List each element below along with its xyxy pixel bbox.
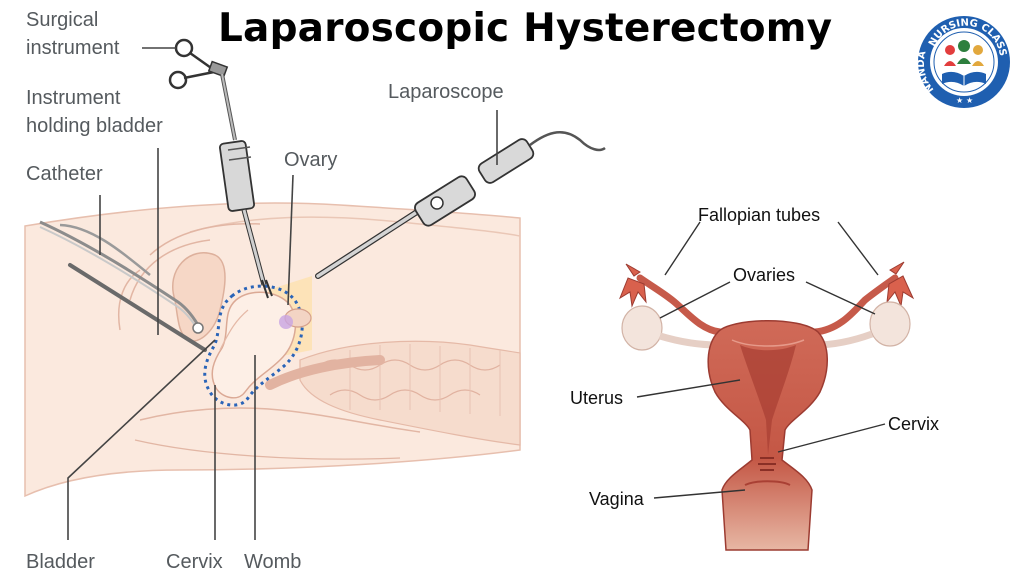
surgical-instrument <box>168 38 273 299</box>
left-ovary <box>621 305 663 351</box>
right-ovary <box>869 301 911 347</box>
nursing-classes-logo: ★ ★ NURSING CLASSES NANDA <box>916 14 1010 108</box>
label-ovaries: Ovaries <box>733 265 796 285</box>
label-bladder: Bladder <box>26 551 95 573</box>
label-laparoscope: Laparoscope <box>388 81 504 103</box>
label-cervix-left: Cervix <box>166 551 223 573</box>
label-ovary: Ovary <box>284 149 338 171</box>
left-leader-lines <box>67 47 498 540</box>
label-cervix-right: Cervix <box>888 414 940 434</box>
womb-shape <box>203 284 312 407</box>
right-leader-lines <box>636 221 886 499</box>
logo-star: ★ <box>956 96 963 105</box>
right-fallopian-tube <box>811 274 899 336</box>
label-uterus: Uterus <box>570 388 624 408</box>
label-catheter: Catheter <box>26 163 103 185</box>
label-surgical-instrument-line1: Surgical <box>26 9 99 31</box>
label-fallopian-tubes: Fallopian tubes <box>698 205 821 225</box>
label-vagina: Vagina <box>589 489 644 509</box>
bladder-holding-instrument <box>68 263 207 352</box>
page-title: Laparoscopic Hysterectomy <box>218 6 833 51</box>
left-fallopian-tube <box>636 274 724 336</box>
label-instrument-holding-bladder-line2: holding bladder <box>26 115 163 137</box>
label-instrument-holding-bladder-line1: Instrument <box>26 87 121 109</box>
logo-star: ★ <box>966 96 973 105</box>
label-surgical-instrument-line2: instrument <box>26 37 120 59</box>
label-womb: Womb <box>244 551 302 573</box>
fimbriae <box>618 261 915 308</box>
catheter-tube <box>39 220 204 334</box>
laparoscope-instrument <box>315 131 606 279</box>
